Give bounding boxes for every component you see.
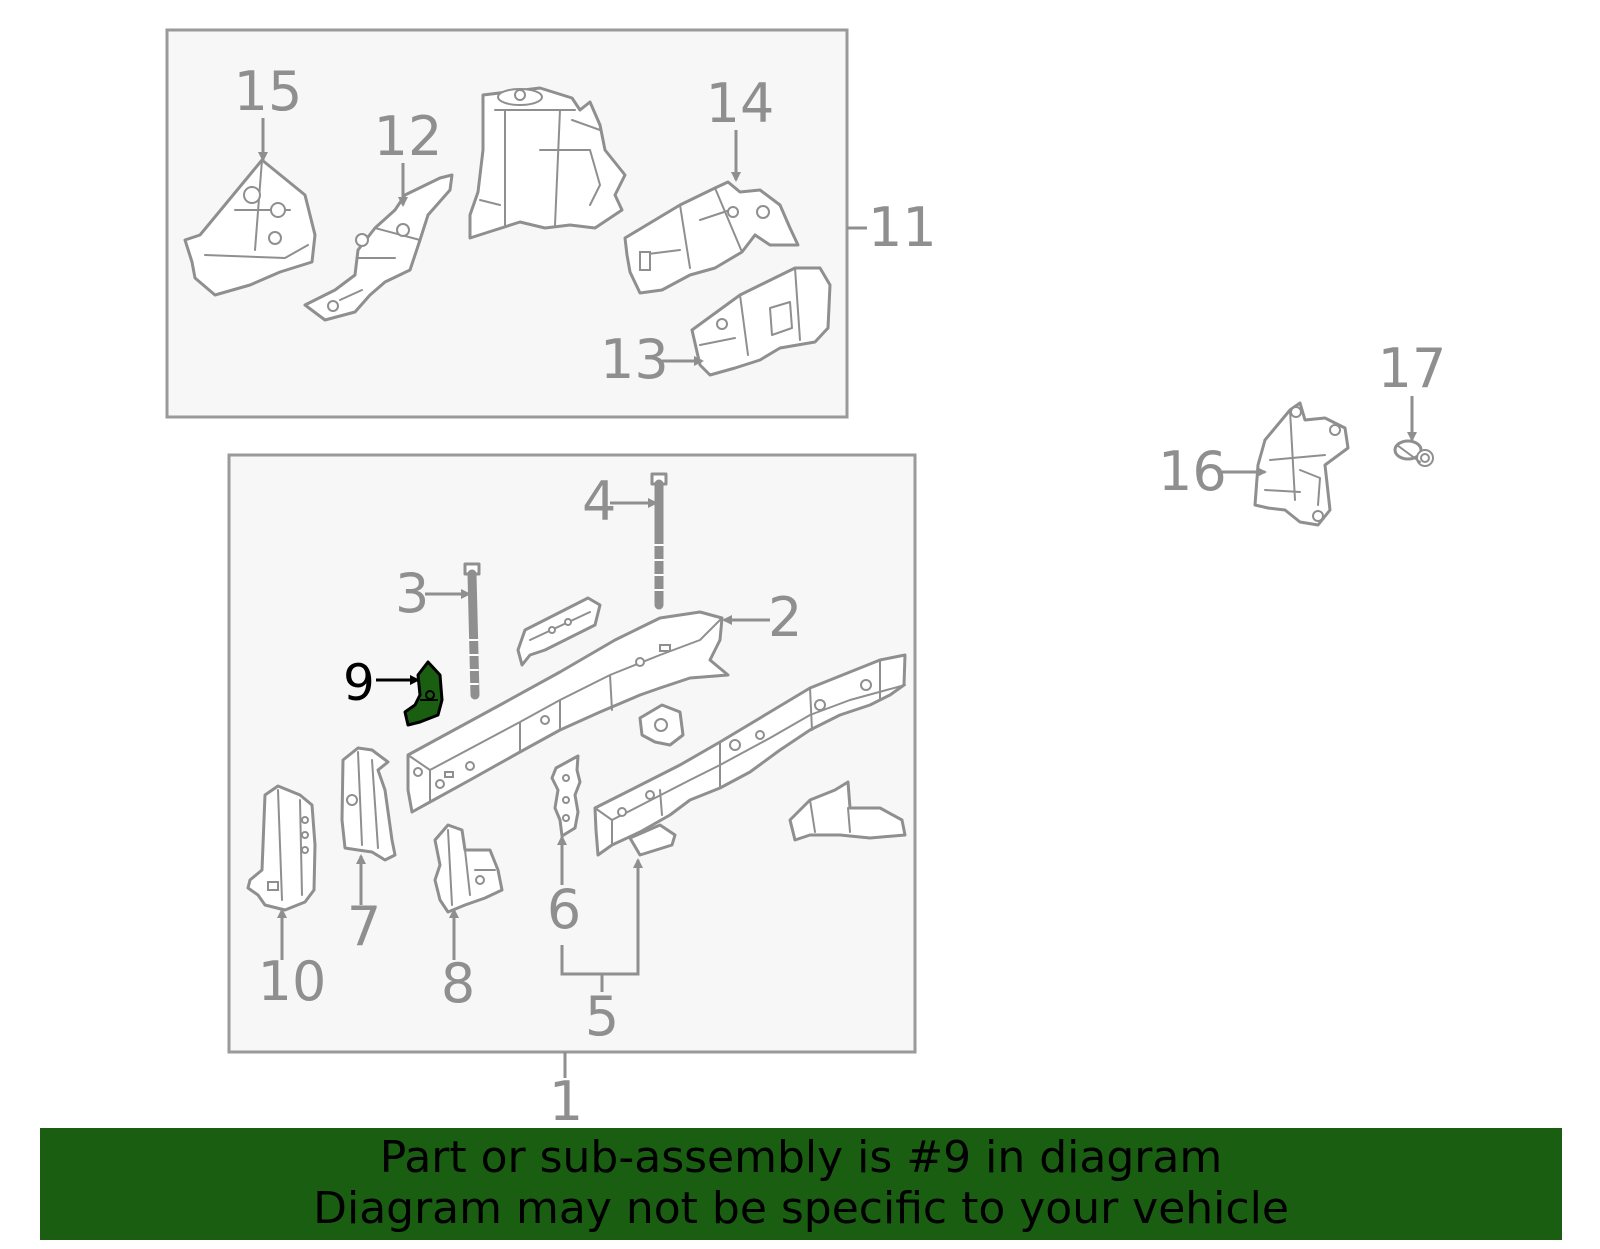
lower-assembly-box (227, 453, 917, 1078)
part-3-drawing (463, 562, 481, 700)
part-8-drawing (433, 823, 504, 914)
part-16-drawing (1253, 401, 1350, 527)
part-5-drawing (593, 653, 907, 857)
callout-13: 13 (600, 328, 669, 391)
callout-10: 10 (258, 950, 327, 1013)
part-12-drawing (303, 173, 454, 322)
banner-line-part: Part or sub-assembly is #9 in diagram (379, 1132, 1223, 1183)
callout-15: 15 (234, 60, 303, 123)
part-14-drawing (623, 180, 800, 295)
callout-14: 14 (706, 72, 775, 135)
leader-lines (258, 118, 1417, 992)
right-corner-bracket-drawing (788, 780, 907, 842)
callout-4: 4 (582, 470, 616, 533)
callout-2: 2 (768, 586, 802, 649)
part-info-banner: Part or sub-assembly is #9 in diagram Di… (40, 1128, 1562, 1240)
banner-line-disclaimer: Diagram may not be specific to your vehi… (313, 1183, 1289, 1234)
callout-16: 16 (1158, 440, 1227, 503)
callout-12: 12 (374, 105, 443, 168)
callout-7: 7 (347, 895, 381, 958)
callout-6: 6 (547, 878, 581, 941)
part-7-drawing (340, 746, 397, 862)
small-bracket-drawing (516, 596, 602, 667)
small-clip-drawing (638, 703, 685, 747)
callout-8: 8 (441, 952, 475, 1015)
part-17-drawing (1393, 439, 1434, 467)
callout-3: 3 (395, 562, 429, 625)
callout-labels: 15 12 14 11 13 16 17 4 3 2 9 7 10 8 6 5 … (234, 60, 1447, 1133)
callout-5: 5 (585, 985, 619, 1048)
upper-center-part-drawing (468, 86, 627, 240)
part-15-drawing (183, 158, 317, 297)
callout-17: 17 (1378, 337, 1447, 400)
part-6-drawing (550, 754, 582, 838)
callout-1: 1 (549, 1070, 583, 1133)
callout-9-highlighted: 9 (343, 654, 375, 712)
part-13-drawing (690, 266, 832, 377)
part-2-drawing (406, 610, 730, 814)
part-9-highlighted-drawing (403, 660, 444, 727)
part-4-drawing (650, 472, 668, 610)
part-10-drawing (246, 784, 317, 912)
callout-11: 11 (868, 196, 937, 259)
